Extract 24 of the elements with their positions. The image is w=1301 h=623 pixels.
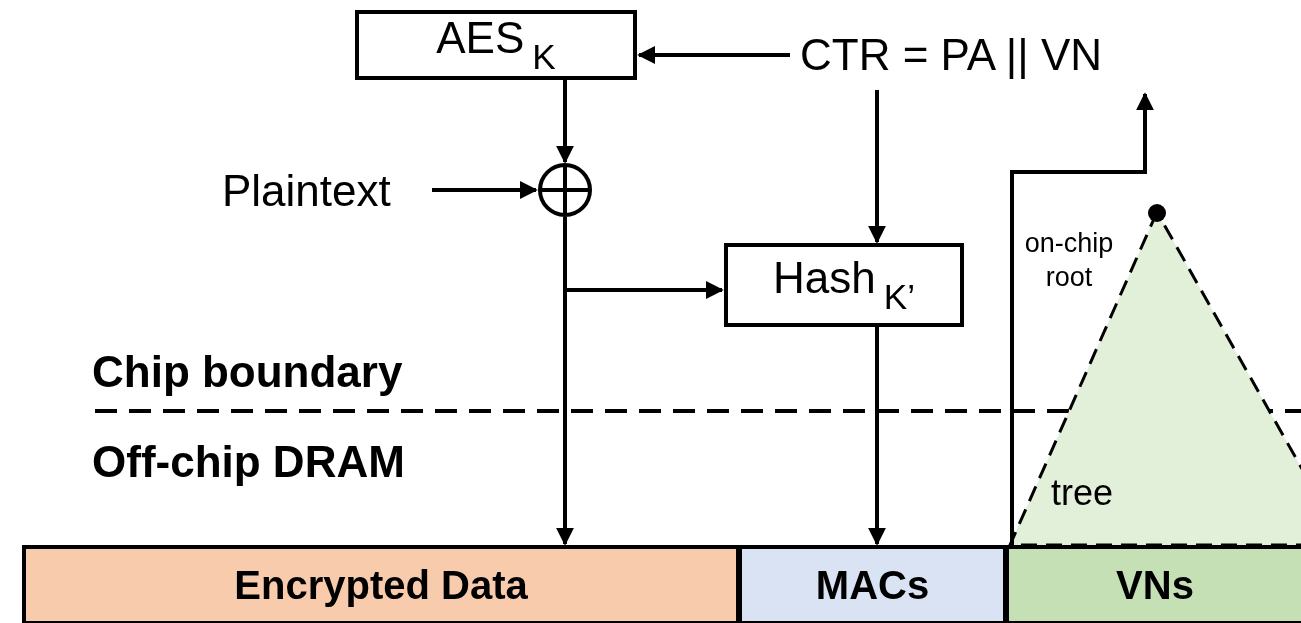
root-label: on-chip root (1023, 227, 1115, 294)
region-label: VNs (1116, 565, 1194, 605)
arrow (556, 80, 574, 164)
region-caption: Off-chip DRAM (92, 440, 405, 484)
arrow (1010, 92, 1154, 545)
arrow (637, 46, 790, 64)
xor-circle (538, 163, 592, 217)
arrow (868, 90, 886, 244)
process-box (724, 243, 964, 327)
arrow (868, 327, 886, 546)
region-label: Encrypted Data (234, 565, 528, 605)
node-label: CTR = PA || VN (800, 33, 1102, 77)
memory-region-bar (22, 545, 740, 623)
memory-region-bar (738, 545, 1007, 623)
region-caption: Chip boundary (92, 350, 403, 394)
tree-label: tree (1051, 475, 1114, 511)
arrow (432, 181, 538, 199)
node-label: Plaintext (222, 169, 391, 213)
node-label: Hash$_{K’}$ (773, 256, 915, 314)
arrow (563, 217, 724, 299)
node-label: AES$_{K}$ (436, 16, 556, 74)
region-label: MACs (815, 565, 930, 605)
memory-region-bar (1005, 545, 1301, 623)
process-box (355, 10, 637, 80)
